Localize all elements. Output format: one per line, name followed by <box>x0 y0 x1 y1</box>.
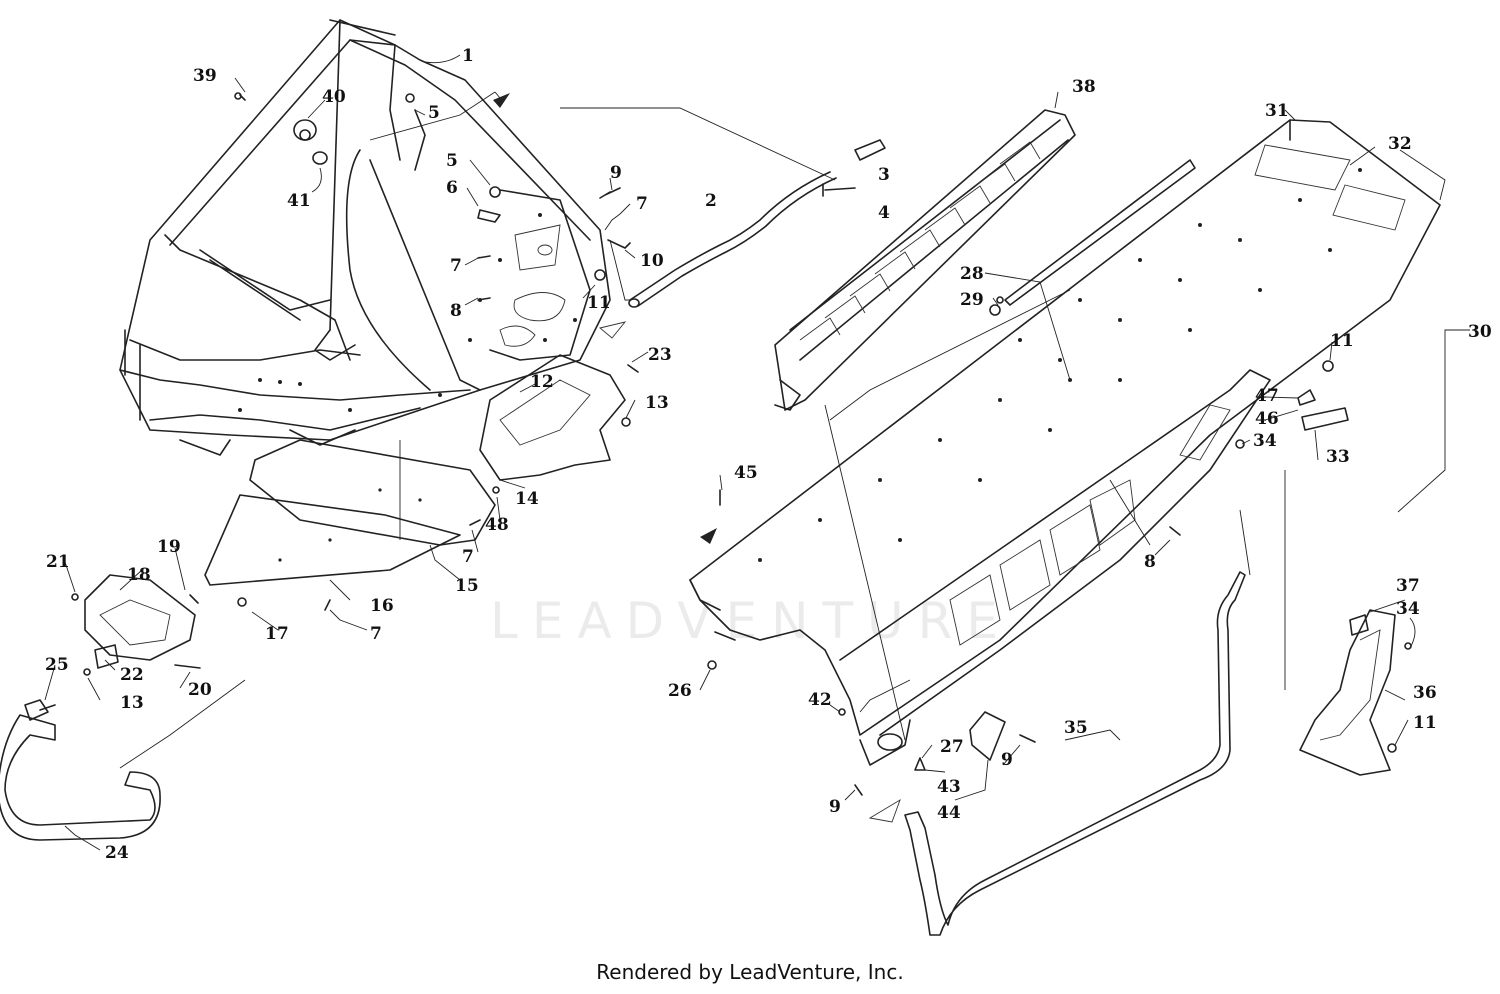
callout-47: 47 <box>1255 386 1279 406</box>
rear-bumper <box>0 714 161 841</box>
callout-48: 48 <box>485 515 509 535</box>
callout-20: 20 <box>188 680 212 700</box>
callout-27: 27 <box>940 737 964 757</box>
rail-strip <box>1004 159 1196 306</box>
callout-9c: 9 <box>829 797 841 817</box>
callout-26: 26 <box>668 681 692 701</box>
callout-45: 45 <box>734 463 758 483</box>
callout-34b: 34 <box>1396 599 1420 619</box>
skid-plate <box>204 439 496 586</box>
callout-10: 10 <box>640 251 664 271</box>
callout-33: 33 <box>1326 447 1350 467</box>
callout-11a: 11 <box>587 293 611 313</box>
callout-5a: 5 <box>428 103 440 123</box>
callout-39: 39 <box>193 66 217 86</box>
callout-22: 22 <box>120 665 144 685</box>
callout-43: 43 <box>937 777 961 797</box>
callout-37: 37 <box>1396 576 1420 596</box>
callout-42: 42 <box>808 690 832 710</box>
callout-6: 6 <box>446 178 458 198</box>
callout-23: 23 <box>648 345 672 365</box>
callout-labels: 1 2 3 4 5 5 6 7 7 7 7 7 8 8 9 9 9 10 11 … <box>45 46 1492 863</box>
callout-8a: 8 <box>450 301 462 321</box>
callout-44: 44 <box>937 803 961 823</box>
running-board-left <box>1299 609 1396 776</box>
callout-9a: 9 <box>610 163 622 183</box>
leadventure-watermark: LEADVENTURE <box>490 592 1012 650</box>
callout-18: 18 <box>127 565 151 585</box>
frame-assembly <box>119 19 611 456</box>
cross-rod <box>629 171 837 307</box>
callout-13a: 13 <box>645 393 669 413</box>
callout-38: 38 <box>1072 77 1096 97</box>
bumper-mount <box>84 574 196 661</box>
callout-14: 14 <box>515 489 539 509</box>
callout-7d: 7 <box>370 624 382 644</box>
callout-11b: 11 <box>1330 331 1354 351</box>
callout-17: 17 <box>265 624 289 644</box>
callout-35: 35 <box>1064 718 1088 738</box>
callout-5b: 5 <box>446 151 458 171</box>
callout-19: 19 <box>157 537 181 557</box>
callout-31: 31 <box>1265 101 1289 121</box>
callout-32: 32 <box>1388 134 1412 154</box>
callout-36: 36 <box>1413 683 1437 703</box>
tunnel-support-tube <box>904 571 1246 936</box>
callout-12: 12 <box>530 372 554 392</box>
callout-4: 4 <box>878 203 890 223</box>
callout-25: 25 <box>45 655 69 675</box>
callout-34a: 34 <box>1253 431 1277 451</box>
callout-7c: 7 <box>462 547 474 567</box>
callout-28: 28 <box>960 264 984 284</box>
callout-30: 30 <box>1468 322 1492 342</box>
footer-credit: Rendered by LeadVenture, Inc. <box>596 960 904 984</box>
callout-46: 46 <box>1255 409 1279 429</box>
callout-11c: 11 <box>1413 713 1437 733</box>
callout-1: 1 <box>462 46 474 66</box>
callout-15: 15 <box>455 576 479 596</box>
reflector <box>1301 407 1349 431</box>
callout-9b: 9 <box>1001 750 1013 770</box>
callout-24: 24 <box>105 843 129 863</box>
callout-16: 16 <box>370 596 394 616</box>
callout-41: 41 <box>287 191 311 211</box>
callout-40: 40 <box>322 87 346 107</box>
callout-21: 21 <box>46 552 70 572</box>
callout-3: 3 <box>878 165 890 185</box>
tunnel-assembly <box>689 119 1441 766</box>
callout-8b: 8 <box>1144 552 1156 572</box>
callout-7b: 7 <box>450 256 462 276</box>
callout-29: 29 <box>960 290 984 310</box>
callout-13b: 13 <box>120 693 144 713</box>
callout-7a: 7 <box>636 194 648 214</box>
footrest-bracket <box>479 354 626 481</box>
heat-exchanger <box>774 109 1076 411</box>
callout-2: 2 <box>705 191 717 211</box>
